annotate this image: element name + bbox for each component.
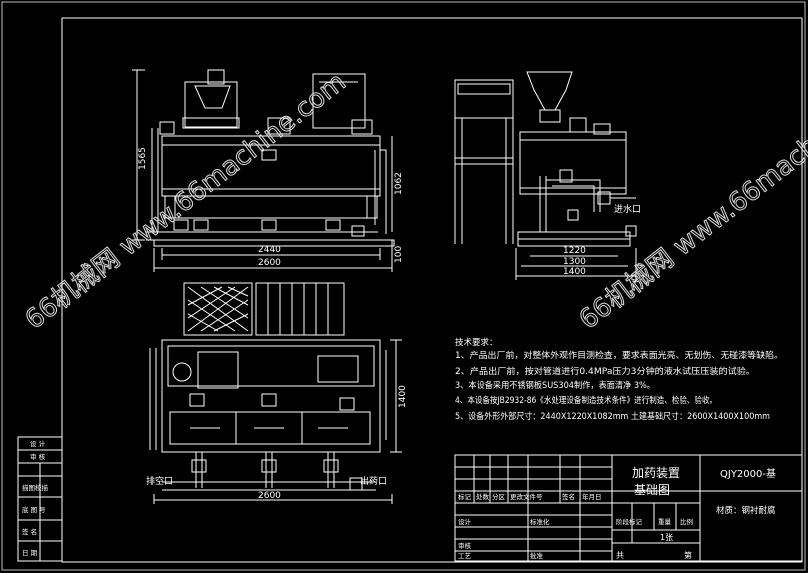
dim-front-height-2: 1062 (394, 172, 404, 195)
tb-label-standard: 标准化 (530, 517, 550, 526)
material-label: 材质：钢衬耐腐 (716, 505, 776, 516)
watermark-right: 66机械网 www.66machine.com (574, 67, 808, 335)
tb-label-change-doc: 更改文件号 (510, 492, 543, 501)
left-col-sign: 签 名 (22, 527, 37, 536)
tb-label-stage: 阶段标记 (616, 517, 643, 526)
dim-front-width-outer: 2600 (258, 258, 281, 268)
tb-label-weight: 重量 (658, 518, 672, 526)
left-col-review: 审 核 (30, 452, 46, 461)
dim-plan-width: 2600 (258, 491, 281, 501)
tb-label-date: 年月日 (582, 492, 602, 501)
dim-side-w2: 1300 (563, 257, 586, 267)
tb-label-count: 处数 (476, 492, 490, 501)
tb-label-scale: 比例 (680, 517, 693, 526)
dim-front-width-inner: 2440 (258, 245, 281, 255)
tb-label-approve: 批准 (530, 551, 544, 560)
left-col-design: 设 计 (30, 439, 46, 448)
drawing-border-inner (61, 17, 803, 563)
label-drain: 排空口 (146, 475, 173, 487)
tech-notes-heading: 技术要求： (455, 337, 498, 348)
tech-note-1: 1、产品出厂前，对整体外观作目测检查，要求表面光亮、无划伤、无碰漆等缺陷。 (455, 350, 783, 361)
tech-note-3: 3、本设备采用不锈钢板SUS304制作，表面清净 3%。 (455, 380, 655, 391)
sheet-page-label: 第 (684, 550, 692, 560)
tb-label-review: 审核 (458, 541, 472, 550)
drawing-title-line-2: 基础图 (634, 483, 670, 497)
dim-side-w3: 1400 (563, 267, 586, 277)
left-column-table (17, 436, 63, 562)
front-view (132, 69, 395, 272)
left-col-base-no: 底 图 号 (22, 505, 46, 514)
left-col-date: 日 期 (22, 549, 38, 557)
tb-label-zone: 分区 (492, 492, 506, 501)
tb-label-process: 工艺 (458, 552, 472, 560)
label-outlet: 出药口 (360, 475, 387, 487)
tb-label-sign: 签名 (562, 492, 575, 501)
watermark-left: 66机械网 www.66machine.com (20, 67, 352, 335)
sheet-of-label: 共 (616, 551, 624, 560)
dim-front-height: 1565 (138, 147, 148, 170)
tb-label-design: 设计 (458, 517, 472, 526)
dim-plan-depth: 1400 (398, 385, 408, 408)
left-col-trace: 描图校描 (22, 483, 49, 492)
sheet-count: 1张 (660, 533, 673, 542)
tech-note-4: 4、本设备按JB2932-86《水处理设备制造技术条件》进行制造、检验、验收。 (455, 395, 717, 406)
title-block (454, 454, 803, 562)
dim-side-w1: 1220 (563, 246, 586, 256)
label-inlet: 进水口 (614, 203, 641, 215)
plan-view (149, 282, 402, 504)
drawing-number: QJY2000-基 (720, 467, 776, 480)
side-view (454, 71, 637, 280)
tb-label-mark: 标记 (458, 492, 472, 501)
dim-front-base: 100 (394, 246, 404, 263)
tech-note-2: 2、产品出厂前，按对管道进行0.4MPa压力3分钟的液水试压压装的试验。 (455, 366, 755, 377)
tech-note-5: 5、设备外形外部尺寸：2440X1220X1082mm 土建基础尺寸：2600X… (455, 411, 770, 422)
drawing-title-line-1: 加药装置 (632, 466, 680, 480)
